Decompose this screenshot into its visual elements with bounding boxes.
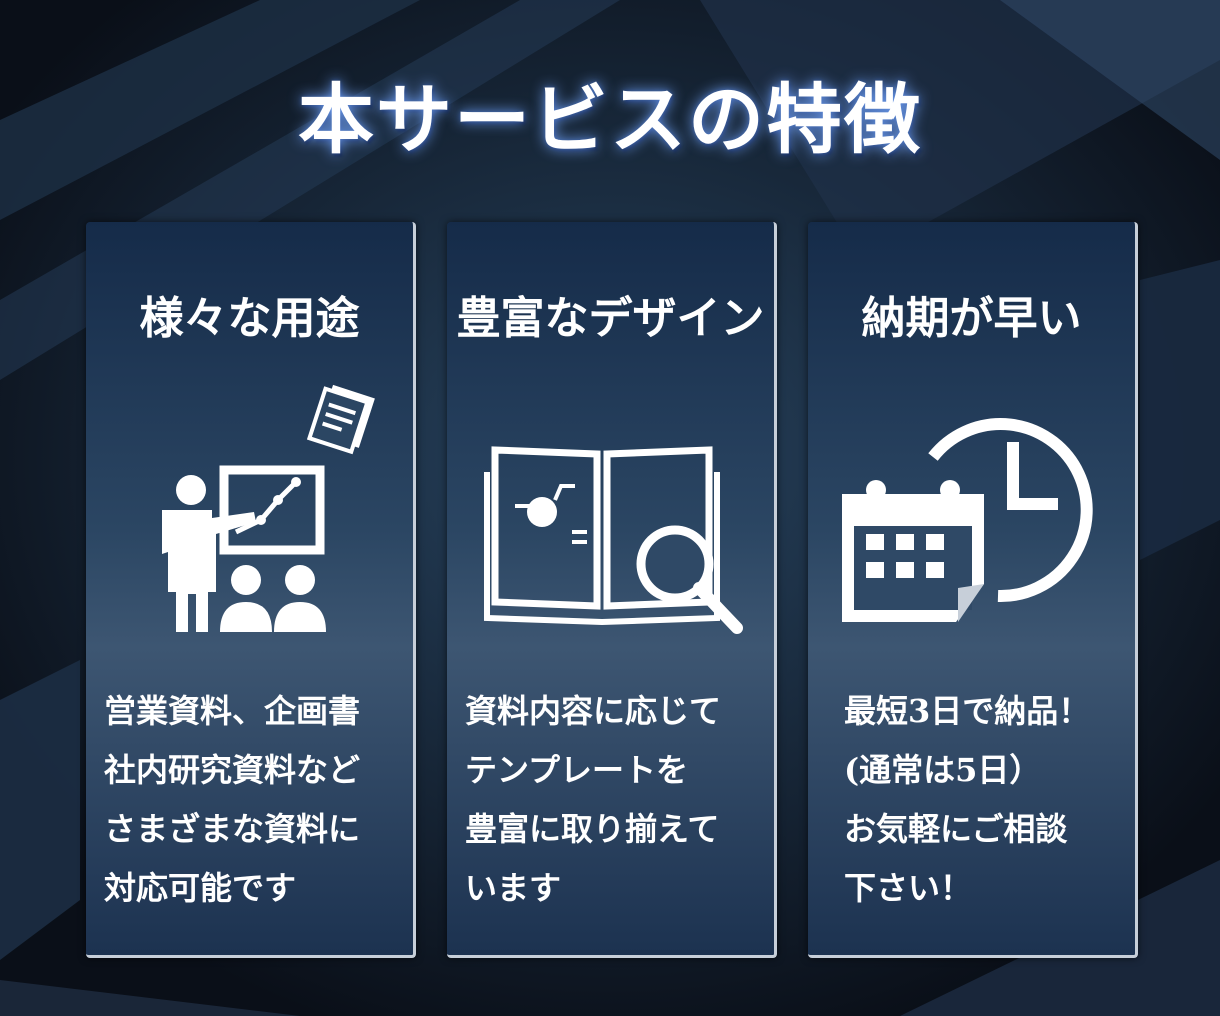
feature-card-design: 豊富なデザイン 資料内容に応じて テンプレートを 豊富に取り揃えて います xyxy=(447,222,777,958)
page-title: 本サービスの特徴 xyxy=(298,75,922,164)
card-heading: 納期が早い xyxy=(861,293,1082,344)
feature-card-delivery: 納期が早い 最短3日で納品！ (通常は5日） お気軽にご相談 下さい！ xyxy=(808,222,1138,958)
description-line: 下さい！ xyxy=(844,869,973,907)
description-line: テンプレートを xyxy=(465,751,689,789)
description-line: (通常は5日） xyxy=(844,751,1042,789)
card-description: 資料内容に応じて テンプレートを 豊富に取り揃えて います xyxy=(465,682,770,918)
card-description: 営業資料、企画書 社内研究資料など さまざまな資料に 対応可能です xyxy=(104,682,409,918)
description-line: 最短3日で納品！ xyxy=(844,692,1091,730)
description-line: 豊富に取り揃えて xyxy=(465,810,720,848)
description-line: お気軽にご相談 xyxy=(844,810,1068,848)
description-line: さまざまな資料に xyxy=(104,810,361,848)
description-line: 営業資料、企画書 xyxy=(104,692,361,730)
feature-card-usage: 様々な用途 営業資料、企画書 社内研究資料など さまざまな資料に 対応可能です xyxy=(86,222,416,958)
card-heading: 豊富なデザイン xyxy=(456,293,765,344)
book-magnifier-icon xyxy=(484,446,743,634)
description-line: います xyxy=(465,869,562,907)
calendar-clock-icon xyxy=(842,418,1093,622)
card-description: 最短3日で納品！ (通常は5日） お気軽にご相談 下さい！ xyxy=(844,682,1149,918)
description-line: 対応可能です xyxy=(104,869,297,907)
description-line: 資料内容に応じて xyxy=(465,692,722,730)
presentation-icon xyxy=(162,384,375,632)
description-line: 社内研究資料など xyxy=(104,751,361,789)
card-heading: 様々な用途 xyxy=(139,293,360,344)
